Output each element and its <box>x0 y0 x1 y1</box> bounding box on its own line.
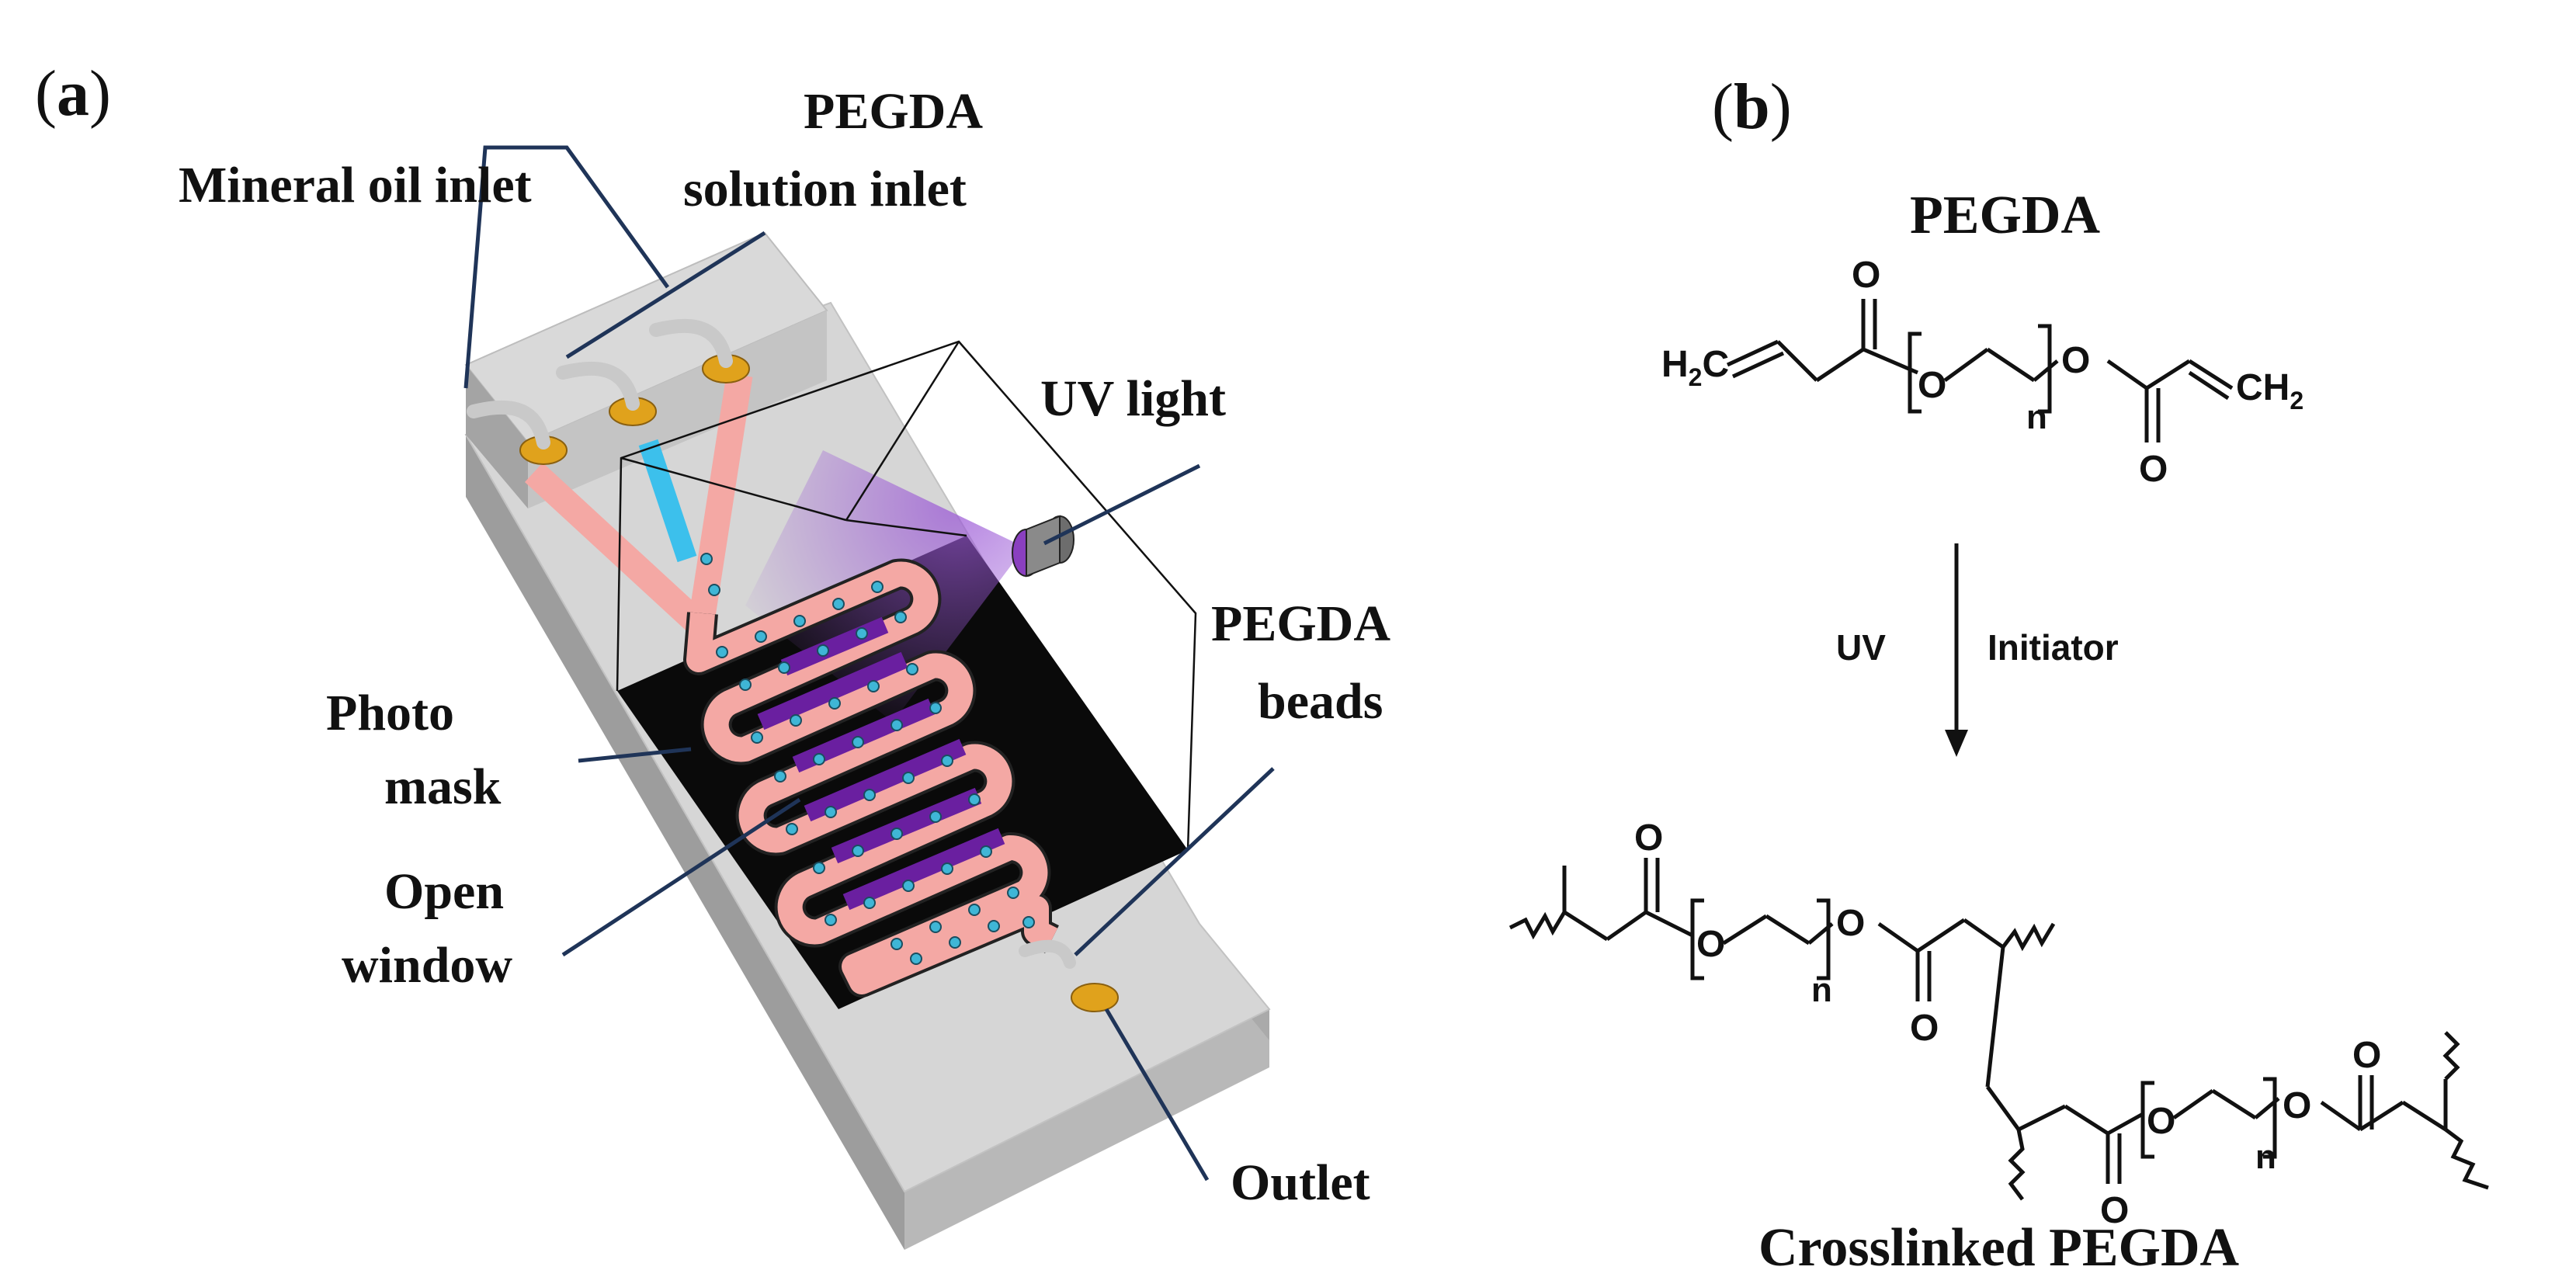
atom-o-xl-carbonyl-4: O <box>2352 1035 2381 1076</box>
inlet-ports <box>467 318 750 465</box>
panel-b: (b) PEGDA <box>1508 71 2489 1278</box>
uv-lamp-icon <box>1012 515 1074 578</box>
label-open-window-line1: Open <box>384 863 504 920</box>
atom-o-carbonyl-2: O <box>2139 449 2168 490</box>
leader-photo-mask <box>578 747 692 763</box>
atom-o-ester-1: O <box>2061 340 2090 381</box>
label-outlet: Outlet <box>1231 1154 1370 1211</box>
tube-left <box>467 400 550 449</box>
leader-pegda-inlet <box>565 231 766 359</box>
atom-o-xl-ester-1: O <box>1836 903 1865 944</box>
label-beads-line2: beads <box>1258 673 1383 730</box>
panel-a-letter: (a) <box>35 57 111 130</box>
tube-middle <box>556 361 640 411</box>
atom-o-carbonyl-1: O <box>1852 255 1880 296</box>
label-photo-mask-line2: mask <box>384 758 502 815</box>
chip-left-face <box>466 435 904 1250</box>
atom-h2c: H2C <box>1661 344 1729 391</box>
atom-o-xl-ether-1: O <box>1696 924 1725 965</box>
serpentine-channel <box>683 553 1059 998</box>
label-mineral-oil-inlet: Mineral oil inlet <box>179 157 532 213</box>
atom-ch2: CH2 <box>2236 367 2303 415</box>
subscript-n-1: n <box>2026 398 2047 436</box>
crosslinked-pegda-title: Crosslinked PEGDA <box>1758 1218 2240 1278</box>
monomer-bonds <box>1726 299 2234 442</box>
tube-right <box>649 318 733 368</box>
atom-o-xl-ether-2: O <box>2147 1101 2175 1142</box>
label-photo-mask-line1: Photo <box>326 685 454 741</box>
atom-o-xl-carbonyl-2: O <box>1910 1008 1939 1049</box>
atom-o-xl-carbonyl-1: O <box>1634 817 1663 859</box>
y-junction <box>524 373 753 637</box>
pegda-beads <box>700 553 1035 965</box>
reaction-arrow: UV Initiator <box>1836 543 2119 757</box>
pegda-title: PEGDA <box>1910 186 2100 245</box>
leader-uv-light <box>1043 463 1201 546</box>
crosslinked-bonds <box>1508 858 2489 1201</box>
subscript-n-xl-1: n <box>1811 971 1832 1009</box>
panel-a: (a) <box>35 57 1390 1250</box>
outlet-tube <box>1019 939 1076 969</box>
inlet-block-front <box>528 311 827 508</box>
leader-lines <box>463 145 1275 1182</box>
label-open-window-line2: window <box>342 937 512 994</box>
arrow-label-initiator: Initiator <box>1988 627 2119 668</box>
leader-open-window <box>561 797 801 957</box>
leader-outlet <box>1104 1008 1210 1182</box>
atom-o-ether-1: O <box>1918 365 1946 406</box>
inlet-block-side <box>466 365 528 508</box>
label-pegda-inlet-line2: solution inlet <box>683 161 967 217</box>
leader-beads <box>1074 767 1275 956</box>
pegda-monomer-structure: O H2C O n O O CH2 <box>1661 255 2303 490</box>
subscript-n-xl-2: n <box>2255 1138 2276 1176</box>
outlet-port <box>1071 983 1119 1012</box>
crosslinked-pegda-structure: O O n O O O O n O O <box>1508 817 2489 1231</box>
atom-o-xl-carbonyl-3: O <box>2100 1190 2129 1231</box>
wireframe-box <box>616 340 1197 851</box>
panel-b-letter: (b) <box>1712 71 1792 143</box>
leader-mineral-oil <box>463 145 670 389</box>
arrow-label-uv: UV <box>1836 627 1886 668</box>
atom-o-xl-ester-2: O <box>2283 1085 2311 1126</box>
label-beads-line1: PEGDA <box>1211 595 1390 652</box>
label-pegda-inlet-line1: PEGDA <box>804 83 983 140</box>
chip-front-face <box>904 1009 1269 1250</box>
label-uv-light: UV light <box>1040 370 1226 427</box>
